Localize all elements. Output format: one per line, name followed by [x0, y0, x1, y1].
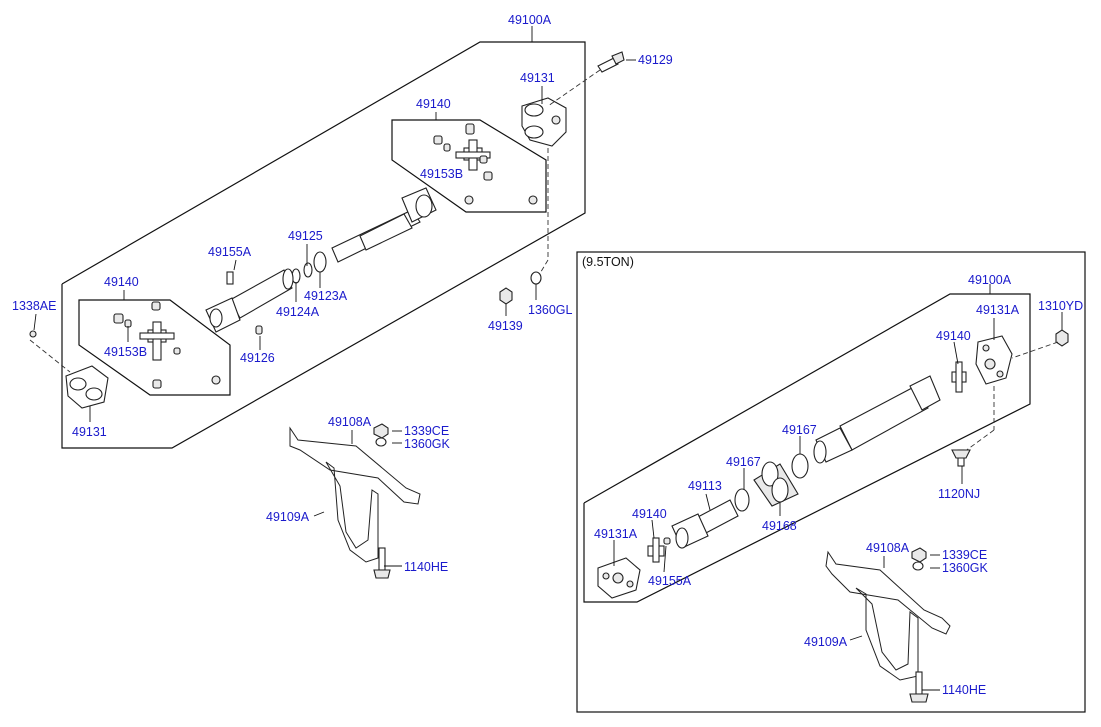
- label-49124a: 49124A: [276, 305, 320, 319]
- label-49140-left: 49140: [104, 275, 139, 289]
- universal-joint-cross-top: [433, 123, 538, 205]
- label-49155a-right: 49155A: [648, 574, 692, 588]
- label-1360gk-left: 1360GK: [404, 437, 451, 451]
- label-49167-a: 49167: [782, 423, 817, 437]
- label-49123a: 49123A: [304, 289, 348, 303]
- label-1310yd: 1310YD: [1038, 299, 1083, 313]
- label-49131a-top: 49131A: [976, 303, 1020, 317]
- label-49153b-top: 49153B: [420, 167, 463, 181]
- callout-labels: 49100A 49129 49131 49140 49153B 49155A 4…: [12, 13, 1083, 697]
- label-49129: 49129: [638, 53, 673, 67]
- bolt-49129: [597, 51, 625, 73]
- label-49153b-left: 49153B: [104, 345, 147, 359]
- bolt-1120nj: [951, 449, 971, 467]
- right-assembly-frame: [583, 293, 1031, 603]
- flange-yoke-top: [521, 97, 567, 147]
- label-49155a-left: 49155A: [208, 245, 252, 259]
- label-49140-bottom: 49140: [632, 507, 667, 521]
- label-1339ce-right: 1339CE: [942, 548, 987, 562]
- label-1360gk-right: 1360GK: [942, 561, 989, 575]
- label-1339ce-left: 1339CE: [404, 424, 449, 438]
- label-49168: 49168: [762, 519, 797, 533]
- label-49109a-left: 49109A: [266, 510, 310, 524]
- nut-1338ae: [29, 330, 37, 338]
- label-49167-b: 49167: [726, 455, 761, 469]
- flange-yoke-left: [65, 365, 109, 409]
- leader-lines: [33, 59, 1063, 691]
- universal-joint-kit-box-top: [391, 119, 547, 213]
- inset-frame: [576, 251, 1086, 713]
- label-49131-top: 49131: [520, 71, 555, 85]
- label-49139: 49139: [488, 319, 523, 333]
- label-49109a-right: 49109A: [804, 635, 848, 649]
- inset-caption: (9.5TON): [582, 255, 634, 269]
- nut-washer-set: [499, 271, 542, 305]
- label-49140-right: 49140: [936, 329, 971, 343]
- left-assembly-frame: [61, 26, 586, 449]
- label-49140-top: 49140: [416, 97, 451, 111]
- label-49100a-top: 49100A: [508, 13, 552, 27]
- label-49100a-right: 49100A: [968, 273, 1012, 287]
- label-49131a-bottom: 49131A: [594, 527, 638, 541]
- hanger-bracket-left: [289, 423, 421, 579]
- label-49131-left: 49131: [72, 425, 107, 439]
- label-1120nj: 1120NJ: [938, 487, 980, 501]
- label-49108a-right: 49108A: [866, 541, 910, 555]
- propeller-shaft-right: [597, 335, 1013, 599]
- nut-1310yd: [1055, 329, 1069, 347]
- propeller-shaft-left: [205, 187, 437, 335]
- hanger-bracket-right: [825, 547, 951, 703]
- universal-joint-kit-box-left: [78, 299, 231, 396]
- label-1338ae: 1338AE: [12, 299, 56, 313]
- label-1140he-right: 1140HE: [942, 683, 986, 697]
- label-1360gl: 1360GL: [528, 303, 573, 317]
- label-49125: 49125: [288, 229, 323, 243]
- label-1140he-left: 1140HE: [404, 560, 448, 574]
- label-49113: 49113: [688, 479, 722, 493]
- universal-joint-cross-left: [113, 301, 221, 389]
- label-49108a-left: 49108A: [328, 415, 372, 429]
- label-49126: 49126: [240, 351, 275, 365]
